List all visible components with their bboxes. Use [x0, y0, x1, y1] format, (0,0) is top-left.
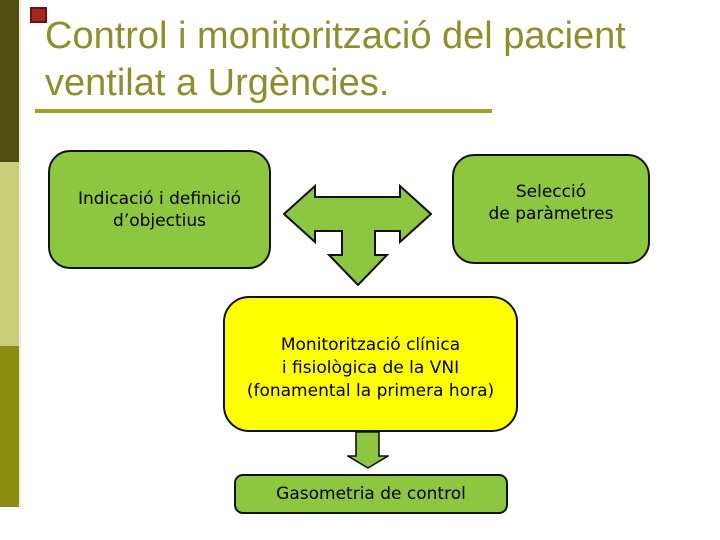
flow-box-seleccio-line-1: Selecció	[515, 182, 587, 202]
flow-box-indicacio-line-1: Indicació i definició	[78, 188, 241, 209]
flow-box-gasometria: Gasometria de control	[234, 474, 508, 514]
three-way-arrow-shape	[283, 184, 432, 286]
red-square-accent	[30, 7, 47, 23]
flow-box-seleccio-line-2: de paràmetres	[488, 204, 614, 224]
sidebar-segment-bottom	[0, 346, 19, 507]
sidebar-segment-middle	[0, 162, 19, 346]
flow-box-indicacio-line-2: d’objectius	[113, 210, 206, 231]
title-line-2: ventilat a Urgències.	[45, 62, 390, 104]
flow-box-monitoritzacio-line-1: Monitorització clínica	[280, 334, 461, 355]
flow-box-gasometria-label: Gasometria de control	[276, 484, 466, 504]
title-line-1: Control i monitorització del pacient	[45, 15, 626, 57]
flow-box-monitoritzacio-line-2: i fisiològica de la VNI	[281, 357, 460, 378]
slide-title: Control i monitorització del pacient ven…	[45, 13, 705, 107]
flow-box-monitoritzacio: Monitorització clínica i fisiològica de …	[223, 296, 518, 432]
flow-box-seleccio: Selecció de paràmetres	[452, 154, 650, 264]
sidebar-accent-bar	[0, 0, 21, 540]
sidebar-edge-line	[19, 0, 21, 507]
sidebar-segment-top	[0, 0, 19, 162]
down-arrow-shape	[347, 431, 389, 469]
down-arrow	[347, 431, 389, 469]
title-underline	[35, 109, 492, 113]
flow-box-indicacio: Indicació i definició d’objectius	[48, 150, 271, 269]
three-way-arrow	[283, 184, 432, 286]
flow-box-monitoritzacio-line-3: (fonamental la primera hora)	[246, 380, 495, 401]
